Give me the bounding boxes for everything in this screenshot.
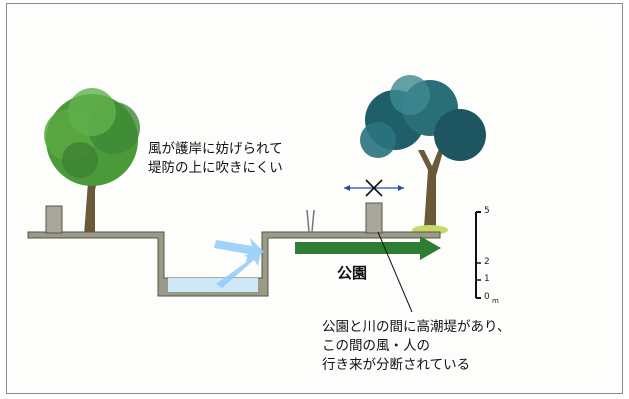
railing (306, 209, 315, 233)
seawall (365, 202, 383, 234)
leader-line (377, 231, 413, 313)
wind-arrow (214, 238, 264, 288)
bottom-note-line-3: 行き来が分断されている (322, 357, 471, 373)
blocked-wind-icon (344, 179, 404, 197)
bottom-note-line-2: この間の風・人の (322, 338, 430, 354)
scale-tick-2: 2 (484, 257, 490, 267)
bottom-note-line-1: 公園と川の間に高潮堤があり、 (322, 319, 511, 335)
river-water (168, 278, 258, 292)
scale-unit: m (492, 297, 499, 305)
scale-tick-0: 0 (484, 292, 490, 302)
scale-tick-5: 5 (484, 206, 490, 216)
height-scale (475, 211, 481, 299)
park-arrow (295, 236, 441, 260)
bottom-note: 公園と川の間に高潮堤があり、 この間の風・人の 行き来が分断されている (322, 318, 510, 375)
diagram-frame (6, 3, 623, 394)
scale-tick-1: 1 (484, 274, 490, 284)
left-wall (45, 205, 63, 234)
wind-note-line-1: 風が護岸に妨げられて (148, 141, 283, 157)
wind-note: 風が護岸に妨げられて 堤防の上に吹きにくい (148, 140, 283, 178)
park-label: 公園 (337, 264, 368, 282)
wind-note-line-2: 堤防の上に吹きにくい (148, 160, 283, 176)
left-tree (44, 88, 140, 235)
